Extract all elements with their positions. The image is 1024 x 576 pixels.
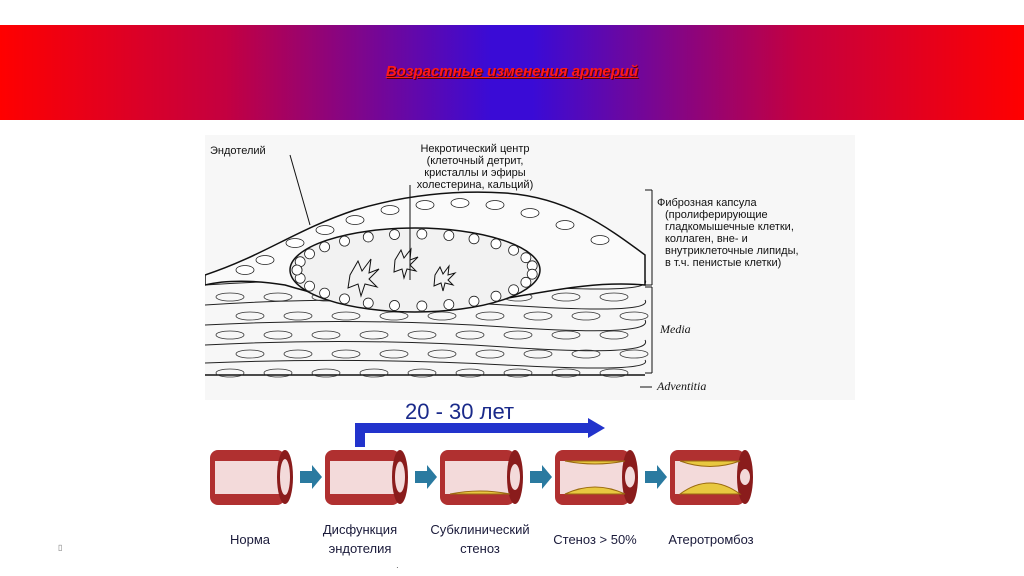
label-adventitia: Adventitia bbox=[657, 380, 706, 392]
corner-mark: ▯ bbox=[58, 543, 62, 552]
title-banner: Возрастные изменения артерий bbox=[0, 25, 1024, 120]
artery-wall-diagram: Эндотелий Некротический центр (клеточный… bbox=[205, 135, 855, 400]
fibrous-cap-line-5: в т.ч. пенистые клетки) bbox=[657, 257, 799, 269]
stage-label-normal: Норма bbox=[210, 530, 290, 549]
label-necrotic-core: Некротический центр (клеточный детрит, к… bbox=[395, 143, 555, 191]
stage-vessels bbox=[185, 445, 775, 515]
stage-label-subclinical: Субклинический стеноз bbox=[412, 520, 548, 558]
stage-label-dysfunction: Дисфункция эндотелия bbox=[312, 520, 408, 558]
fibrous-cap-line-4: внутриклеточные липиды, bbox=[657, 245, 799, 257]
slide-title: Возрастные изменения артерий bbox=[0, 63, 1024, 80]
dot-mark: · bbox=[396, 563, 399, 572]
necrotic-core-line-1: (клеточный детрит, bbox=[395, 155, 555, 167]
label-endothelium: Эндотелий bbox=[210, 145, 266, 157]
necrotic-core-line-2: кристаллы и эфиры bbox=[395, 167, 555, 179]
label-media: Media bbox=[660, 323, 691, 335]
fibrous-cap-line-1: (пролиферирующие bbox=[657, 209, 799, 221]
necrotic-core-title: Некротический центр bbox=[395, 143, 555, 155]
fibrous-cap-line-3: коллаген, вне- и bbox=[657, 233, 799, 245]
stage-label-atherothrombosis: Атеротромбоз bbox=[653, 530, 769, 549]
timeline-arrow bbox=[350, 417, 610, 447]
stage-label-stenosis: Стеноз > 50% bbox=[545, 530, 645, 549]
label-fibrous-cap: Фиброзная капсула (пролиферирующие гладк… bbox=[657, 197, 799, 269]
fibrous-cap-line-2: гладкомышечные клетки, bbox=[657, 221, 799, 233]
necrotic-core-line-3: холестерина, кальций) bbox=[395, 179, 555, 191]
fibrous-cap-title: Фиброзная капсула bbox=[657, 197, 799, 209]
